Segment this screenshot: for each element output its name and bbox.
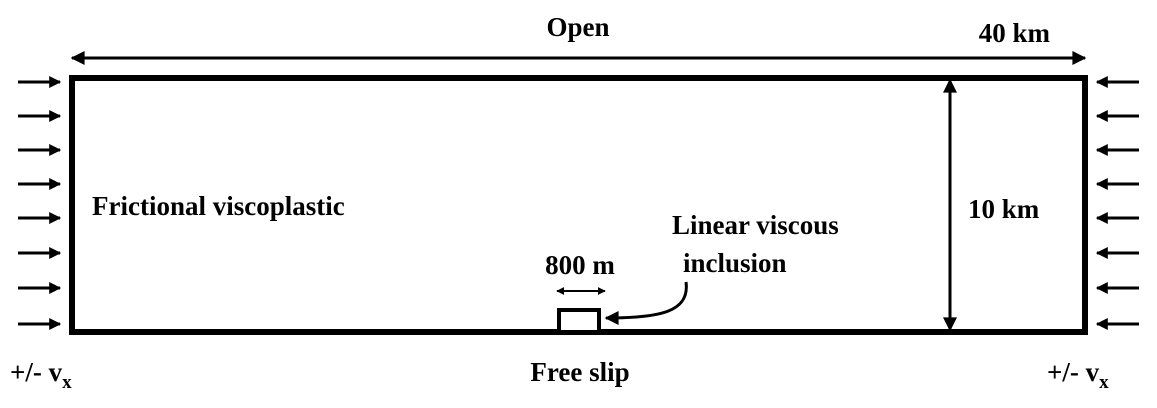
velocity-label-left: +/- vx	[10, 357, 72, 393]
inclusion-label-line2: inclusion	[683, 248, 787, 278]
height-label: 10 km	[968, 194, 1040, 224]
left-velocity-arrows	[18, 76, 62, 330]
inclusion-box	[557, 308, 601, 334]
inclusion-width-label: 800 m	[545, 250, 615, 280]
inclusion-label-line1: Linear viscous	[672, 210, 839, 240]
velocity-left-subscript: x	[62, 372, 72, 393]
right-velocity-arrows	[1095, 76, 1139, 330]
width-label: 40 km	[979, 18, 1051, 48]
velocity-left-prefix: +/- v	[10, 357, 63, 387]
top-boundary-label: Open	[546, 12, 609, 42]
material-label: Frictional viscoplastic	[92, 191, 345, 221]
velocity-right-prefix: +/- v	[1047, 357, 1100, 387]
inclusion-pointer-arrow	[604, 281, 688, 325]
velocity-right-subscript: x	[1099, 372, 1109, 393]
bottom-boundary-label: Free slip	[530, 357, 629, 387]
velocity-label-right: +/- vx	[1047, 357, 1109, 393]
